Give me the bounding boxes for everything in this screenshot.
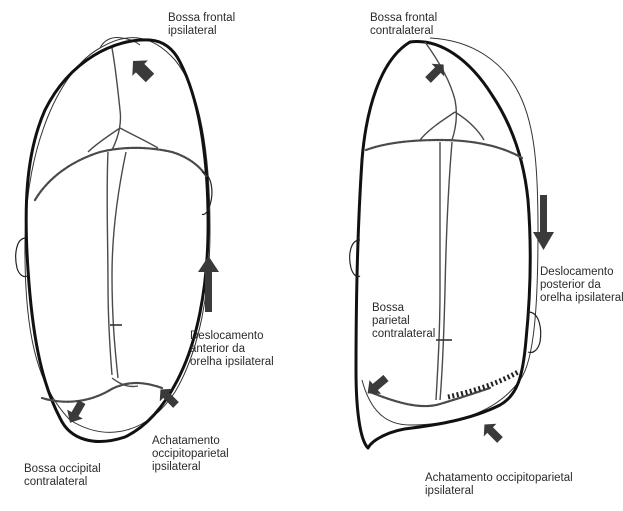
right-ear-shift-label-line3: orelha ipsilateral [540, 292, 623, 305]
left-frontal-bossing-label-line2: ipsilateral [168, 25, 235, 38]
left-frontal-bossing-label-line1: Bossa frontal [168, 12, 235, 25]
right-flattening-label-line1: Achatamento occipitoparietal [425, 472, 573, 485]
right-parietal-bossing-label-line2: parietal [372, 315, 435, 328]
right-flattening-hatch [448, 372, 518, 397]
left-lambdoid-suture [42, 383, 162, 402]
left-frontal-bossing-arrow [125, 53, 158, 86]
left-sagittal-suture [112, 152, 126, 378]
right-flattening-arrow [478, 418, 506, 446]
right-frontal-bossing-label-line1: Bossa frontal [370, 12, 437, 25]
left-flattening-label-line3: ipsilateral [152, 461, 229, 474]
left-ear-shift-label-line2: anterior da [190, 343, 274, 356]
left-ear-shift-label: Deslocamento anterior da orelha ipsilate… [190, 330, 274, 369]
right-ear-shift-label-line2: posterior da [540, 279, 623, 292]
right-ear-shift-arrow [533, 195, 554, 250]
right-parietal-bossing-label: Bossa parietal contralateral [372, 302, 435, 341]
left-flattening-label-line2: occipitoparietal [152, 448, 229, 461]
right-coronal-suture [366, 140, 522, 158]
right-sagittal-upper [425, 42, 456, 140]
right-skull [350, 38, 554, 448]
left-occipital-bossing-label: Bossa occipital contralateral [24, 463, 101, 489]
right-frontal-bossing-label-line2: contralateral [370, 25, 437, 38]
right-frontal-bossing-label: Bossa frontal contralateral [370, 12, 437, 38]
right-parietal-bossing-label-line1: Bossa [372, 302, 435, 315]
left-ear-shift-label-line1: Deslocamento [190, 330, 274, 343]
right-metopic-branch-b [455, 112, 484, 140]
left-flattening-label-line1: Achatamento [152, 435, 229, 448]
right-metopic-branch-a [420, 112, 455, 140]
right-frontal-bossing-arrow [422, 58, 450, 86]
left-coronal-suture [35, 148, 206, 200]
right-skull-normal-outline [362, 38, 538, 425]
right-sagittal-left [436, 142, 440, 400]
left-occipital-bossing-label-line1: Bossa occipital [24, 463, 101, 476]
right-lambdoid-suture [370, 388, 490, 406]
right-parietal-bossing-arrow [362, 371, 392, 400]
right-parietal-bossing-label-line3: contralateral [372, 328, 435, 341]
left-metopic-branch-b [120, 128, 158, 148]
right-sagittal-suture [440, 142, 452, 400]
left-frontal-bossing-label: Bossa frontal ipsilateral [168, 12, 235, 38]
right-skull-deformed-outline [356, 42, 530, 448]
right-skull-ear-right [528, 312, 541, 353]
right-flattening-label-line2: ipsilateral [425, 485, 573, 498]
right-ear-shift-label-line1: Deslocamento [540, 266, 623, 279]
right-flattening-label: Achatamento occipitoparietal ipsilateral [425, 472, 573, 498]
left-occipital-bossing-label-line2: contralateral [24, 476, 101, 489]
right-ear-shift-label: Deslocamento posterior da orelha ipsilat… [540, 266, 623, 305]
left-sagittal-upper [112, 48, 121, 150]
left-flattening-label: Achatamento occipitoparietal ipsilateral [152, 435, 229, 474]
left-ear-shift-label-line3: orelha ipsilateral [190, 356, 274, 369]
left-skull [16, 37, 219, 441]
left-sagittal-left [107, 152, 112, 375]
